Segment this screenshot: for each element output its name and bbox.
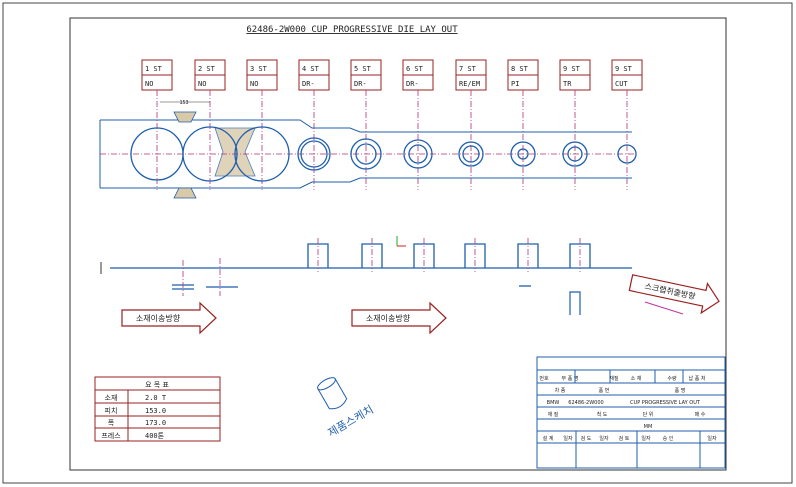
- station-number: 4 ST: [302, 65, 320, 73]
- title-block-cell: 번호: [539, 375, 549, 382]
- title-block-cell: 일자: [707, 435, 717, 442]
- feed-direction-label: 소재이송방향: [136, 313, 181, 323]
- strip-layout: 153: [99, 100, 637, 199]
- spec-label: 소재: [105, 394, 118, 402]
- title-block-cell: MM: [644, 424, 653, 430]
- side-view: [100, 236, 632, 315]
- title-block-cell: 척 도: [597, 411, 608, 418]
- spec-value: 2.0 T: [145, 394, 167, 402]
- strip-outline: [100, 119, 632, 189]
- title-block-cell: CUP PROGRESSIVE LAY OUT: [630, 400, 701, 406]
- title-block-cell: BMW: [547, 400, 560, 406]
- strip-circle: [182, 126, 238, 182]
- title-block-cell: 설 계: [543, 435, 554, 442]
- station-operation: DR-: [302, 80, 315, 88]
- station-labels: 1 ST NO 2 ST NO 3 ST NO 4 ST DR- 5 ST DR- 6 ST DR- 7…: [141, 59, 643, 190]
- title-block-cell: 납 품 처: [689, 375, 706, 382]
- cup-body: [317, 378, 348, 410]
- title-block-cell: 승 인: [663, 435, 674, 442]
- station-operation: NO: [198, 80, 206, 88]
- drawing-frame: [69, 17, 727, 471]
- station-operation: TR: [563, 80, 572, 88]
- title-block-cell: 재 질: [548, 411, 559, 418]
- strip-circle: [562, 141, 588, 167]
- strip-circle: [300, 140, 328, 168]
- title-block-cell: 소 재: [631, 375, 642, 382]
- station-operation: NO: [145, 80, 153, 88]
- strip-circle: [517, 148, 529, 160]
- station-number: 7 ST: [459, 65, 477, 73]
- title-block-cell: 검 도: [581, 435, 592, 442]
- station-operation: PI: [511, 80, 519, 88]
- product-sketch: 제품스케치: [317, 377, 376, 440]
- feed-direction-arrow-1: 소재이송방향: [121, 301, 217, 335]
- spec-label: 프레스: [101, 431, 121, 440]
- cup-sketch-icon: [317, 377, 348, 410]
- spec-value: 400톤: [145, 432, 165, 440]
- title-block-cell: 재질: [609, 375, 619, 382]
- title-block-cell: 수량: [667, 375, 677, 382]
- spec-table: 요 목 표 소재 2.0 T 피치 153.0 폭 173.0 프레스 400톤: [94, 376, 221, 442]
- scrap-direction-arrow: 스크랩취출방향: [628, 274, 720, 315]
- station-number: 3 ST: [250, 65, 268, 73]
- title-block-cell: 일자: [599, 435, 609, 442]
- strip-circle: [462, 145, 480, 163]
- strip-circle: [297, 137, 331, 171]
- pitch-dimension: 153: [179, 100, 188, 106]
- spec-table-border: [94, 376, 221, 442]
- cut-cup-profile: [569, 291, 581, 315]
- notch-scrap: [173, 111, 197, 199]
- strip-circle: [510, 141, 536, 167]
- cup-rim: [317, 377, 336, 391]
- spec-label: 피치: [105, 406, 118, 415]
- title-block-cell: 품 명: [675, 387, 686, 394]
- arrow-shape: [121, 301, 217, 335]
- station-operation: DR-: [406, 80, 419, 88]
- feed-direction-label: 소재이송방향: [366, 313, 411, 323]
- station-number: 8 ST: [511, 65, 529, 73]
- title-block-cell: 검 토: [619, 435, 630, 442]
- title-block-cell: 부 품 명: [562, 375, 579, 382]
- strip-circle: [617, 144, 637, 164]
- station-operation: DR-: [354, 80, 367, 88]
- strip-circle: [355, 143, 377, 165]
- title-block-cell: 품 번: [599, 387, 610, 394]
- title-block-cells: 번호 부 품 명 재질 소 재 수량 납 품 처차 종 품 번 품 명 BMW 62486-2W0…: [539, 370, 717, 468]
- station-number: 9 ST: [615, 65, 633, 73]
- station-operation: NO: [250, 80, 258, 88]
- title-block-cell: 매 수: [695, 411, 706, 418]
- title-block-cell: 차 종: [555, 387, 566, 394]
- strip-circle: [408, 144, 428, 164]
- drawing-title: 62486-2W000 CUP PROGRESSIVE DIE LAY OUT: [246, 25, 458, 35]
- station-number: 9 ST: [563, 65, 581, 73]
- spec-label: 폭: [108, 419, 115, 427]
- station-number: 6 ST: [406, 65, 424, 73]
- strip-circle: [234, 126, 290, 182]
- station-number: 5 ST: [354, 65, 372, 73]
- strip-circle: [458, 141, 484, 167]
- title-block-cell: 62486-2W000: [568, 400, 603, 406]
- title-block-cell: 일자: [563, 435, 573, 442]
- station-operation: RE/EM: [459, 80, 480, 88]
- spec-value: 153.0: [145, 407, 166, 415]
- spec-table-header: 요 목 표: [145, 381, 169, 389]
- station-number: 2 ST: [198, 65, 216, 73]
- strip-circle: [350, 138, 382, 170]
- scrap-direction-underline: [644, 301, 684, 315]
- title-block-cell: 단 위: [643, 411, 654, 418]
- station-operation: CUT: [615, 80, 628, 88]
- cup-profiles: [307, 238, 591, 272]
- title-block-border: [536, 356, 726, 469]
- feed-direction-arrow-2: 소재이송방향: [351, 301, 447, 335]
- arrow-shape: [628, 274, 720, 315]
- strip-circle: [403, 139, 433, 169]
- spec-value: 173.0: [145, 419, 166, 427]
- title-block: 번호 부 품 명 재질 소 재 수량 납 품 처차 종 품 번 품 명 BMW 62486-2W0…: [536, 356, 726, 469]
- strip-circle: [567, 146, 583, 162]
- station-number: 1 ST: [145, 65, 163, 73]
- strip-circles: [130, 126, 637, 182]
- title-block-cell: 일자: [641, 435, 651, 442]
- arrow-shape: [351, 301, 447, 335]
